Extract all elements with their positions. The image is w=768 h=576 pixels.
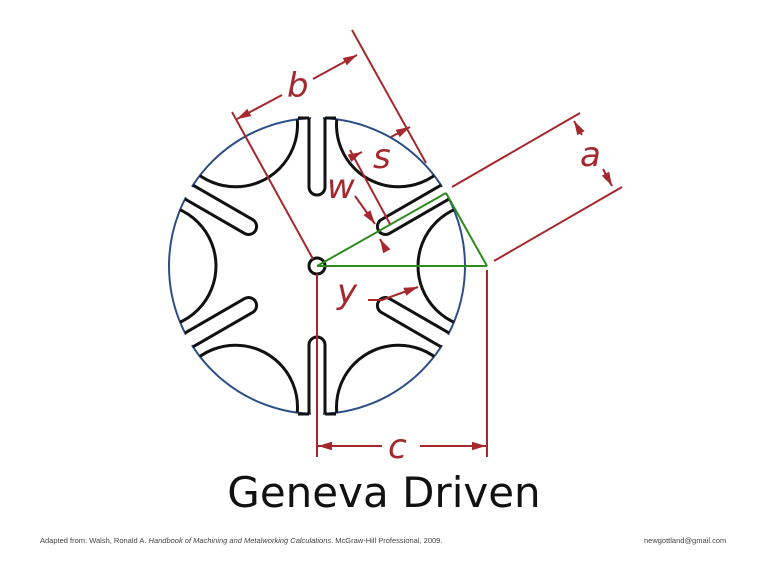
label-a: a bbox=[580, 135, 601, 175]
label-s: s bbox=[373, 137, 391, 177]
source-credit: Adapted from: Walsh, Ronald A. Handbook … bbox=[40, 536, 442, 545]
label-c: c bbox=[388, 427, 407, 467]
credit-prefix: Adapted from: Walsh, Ronald A. bbox=[40, 536, 149, 545]
dimension-lines bbox=[231, 29, 623, 457]
label-y: y bbox=[336, 272, 358, 312]
label-b: b bbox=[287, 66, 309, 106]
author-email: newgottland@gmail.com bbox=[644, 536, 727, 545]
diagram-title: Geneva Driven bbox=[227, 468, 541, 517]
label-w: w bbox=[327, 167, 355, 207]
credit-suffix: . McGraw-Hill Professional, 2009. bbox=[331, 536, 443, 545]
radial-slots bbox=[169, 118, 465, 414]
construction-lines bbox=[316, 192, 488, 267]
credit-book-title: Handbook of Machining and Metalworking C… bbox=[148, 536, 332, 545]
